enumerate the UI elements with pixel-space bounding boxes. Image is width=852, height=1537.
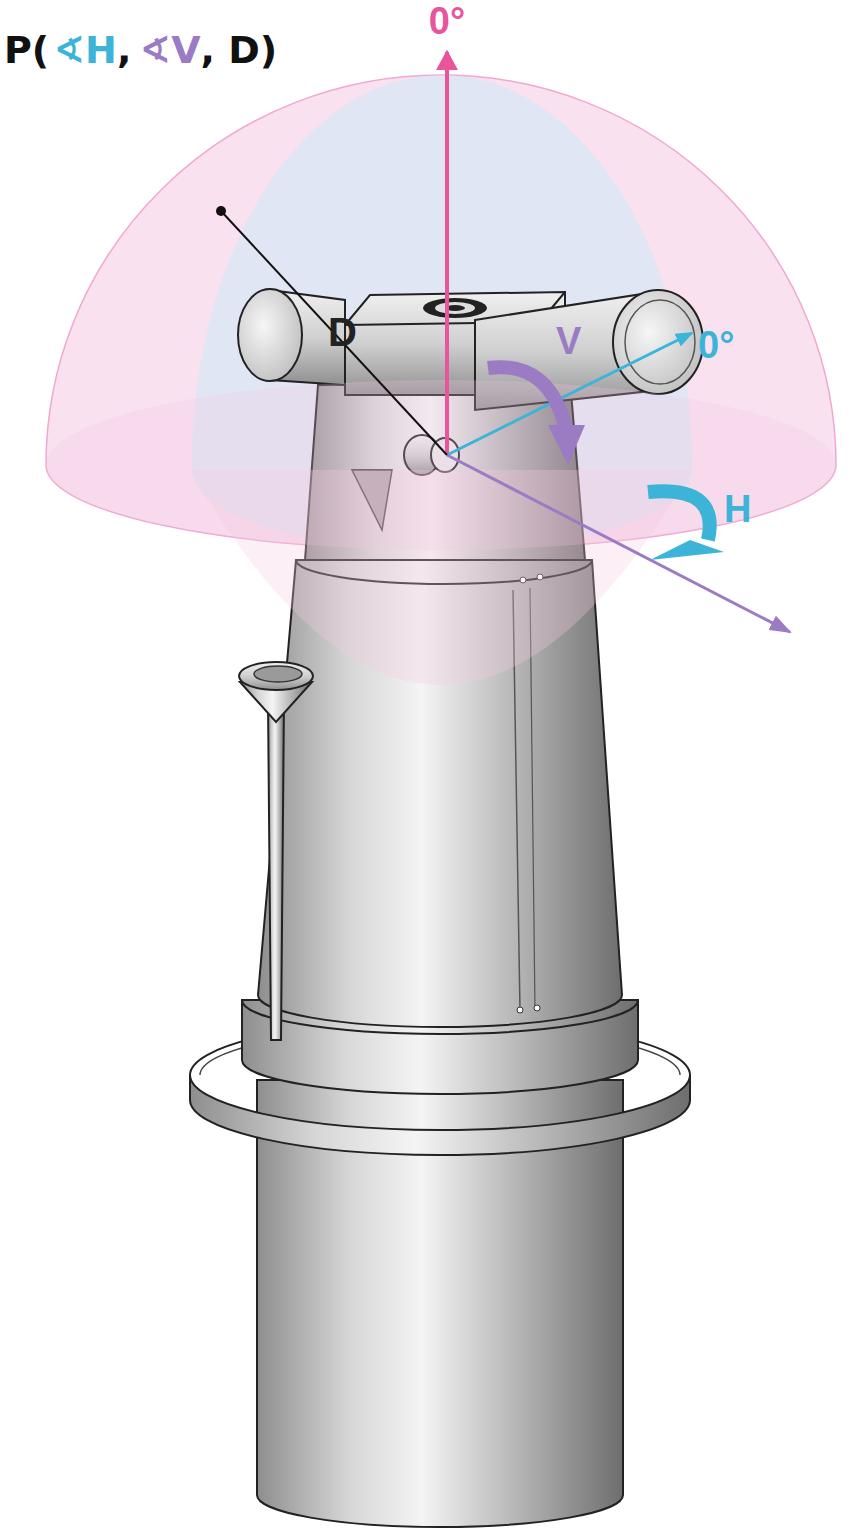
point-notation-part: , (117, 30, 131, 72)
vertical-angle-label: V (556, 322, 581, 360)
horizontal-angle-label: H (724, 490, 751, 528)
point-notation-part: P( (4, 30, 49, 72)
point-notation: P(∢H,∢V, D) (4, 30, 277, 72)
zenith-zero-label: 0° (429, 2, 465, 40)
point-notation-part: , D) (201, 30, 278, 72)
angle-v-symbol: ∢V (139, 30, 200, 72)
distance-label: D (328, 312, 357, 352)
horizontal-zero-label: 0° (698, 326, 734, 364)
angle-h-symbol: ∢H (53, 30, 117, 72)
